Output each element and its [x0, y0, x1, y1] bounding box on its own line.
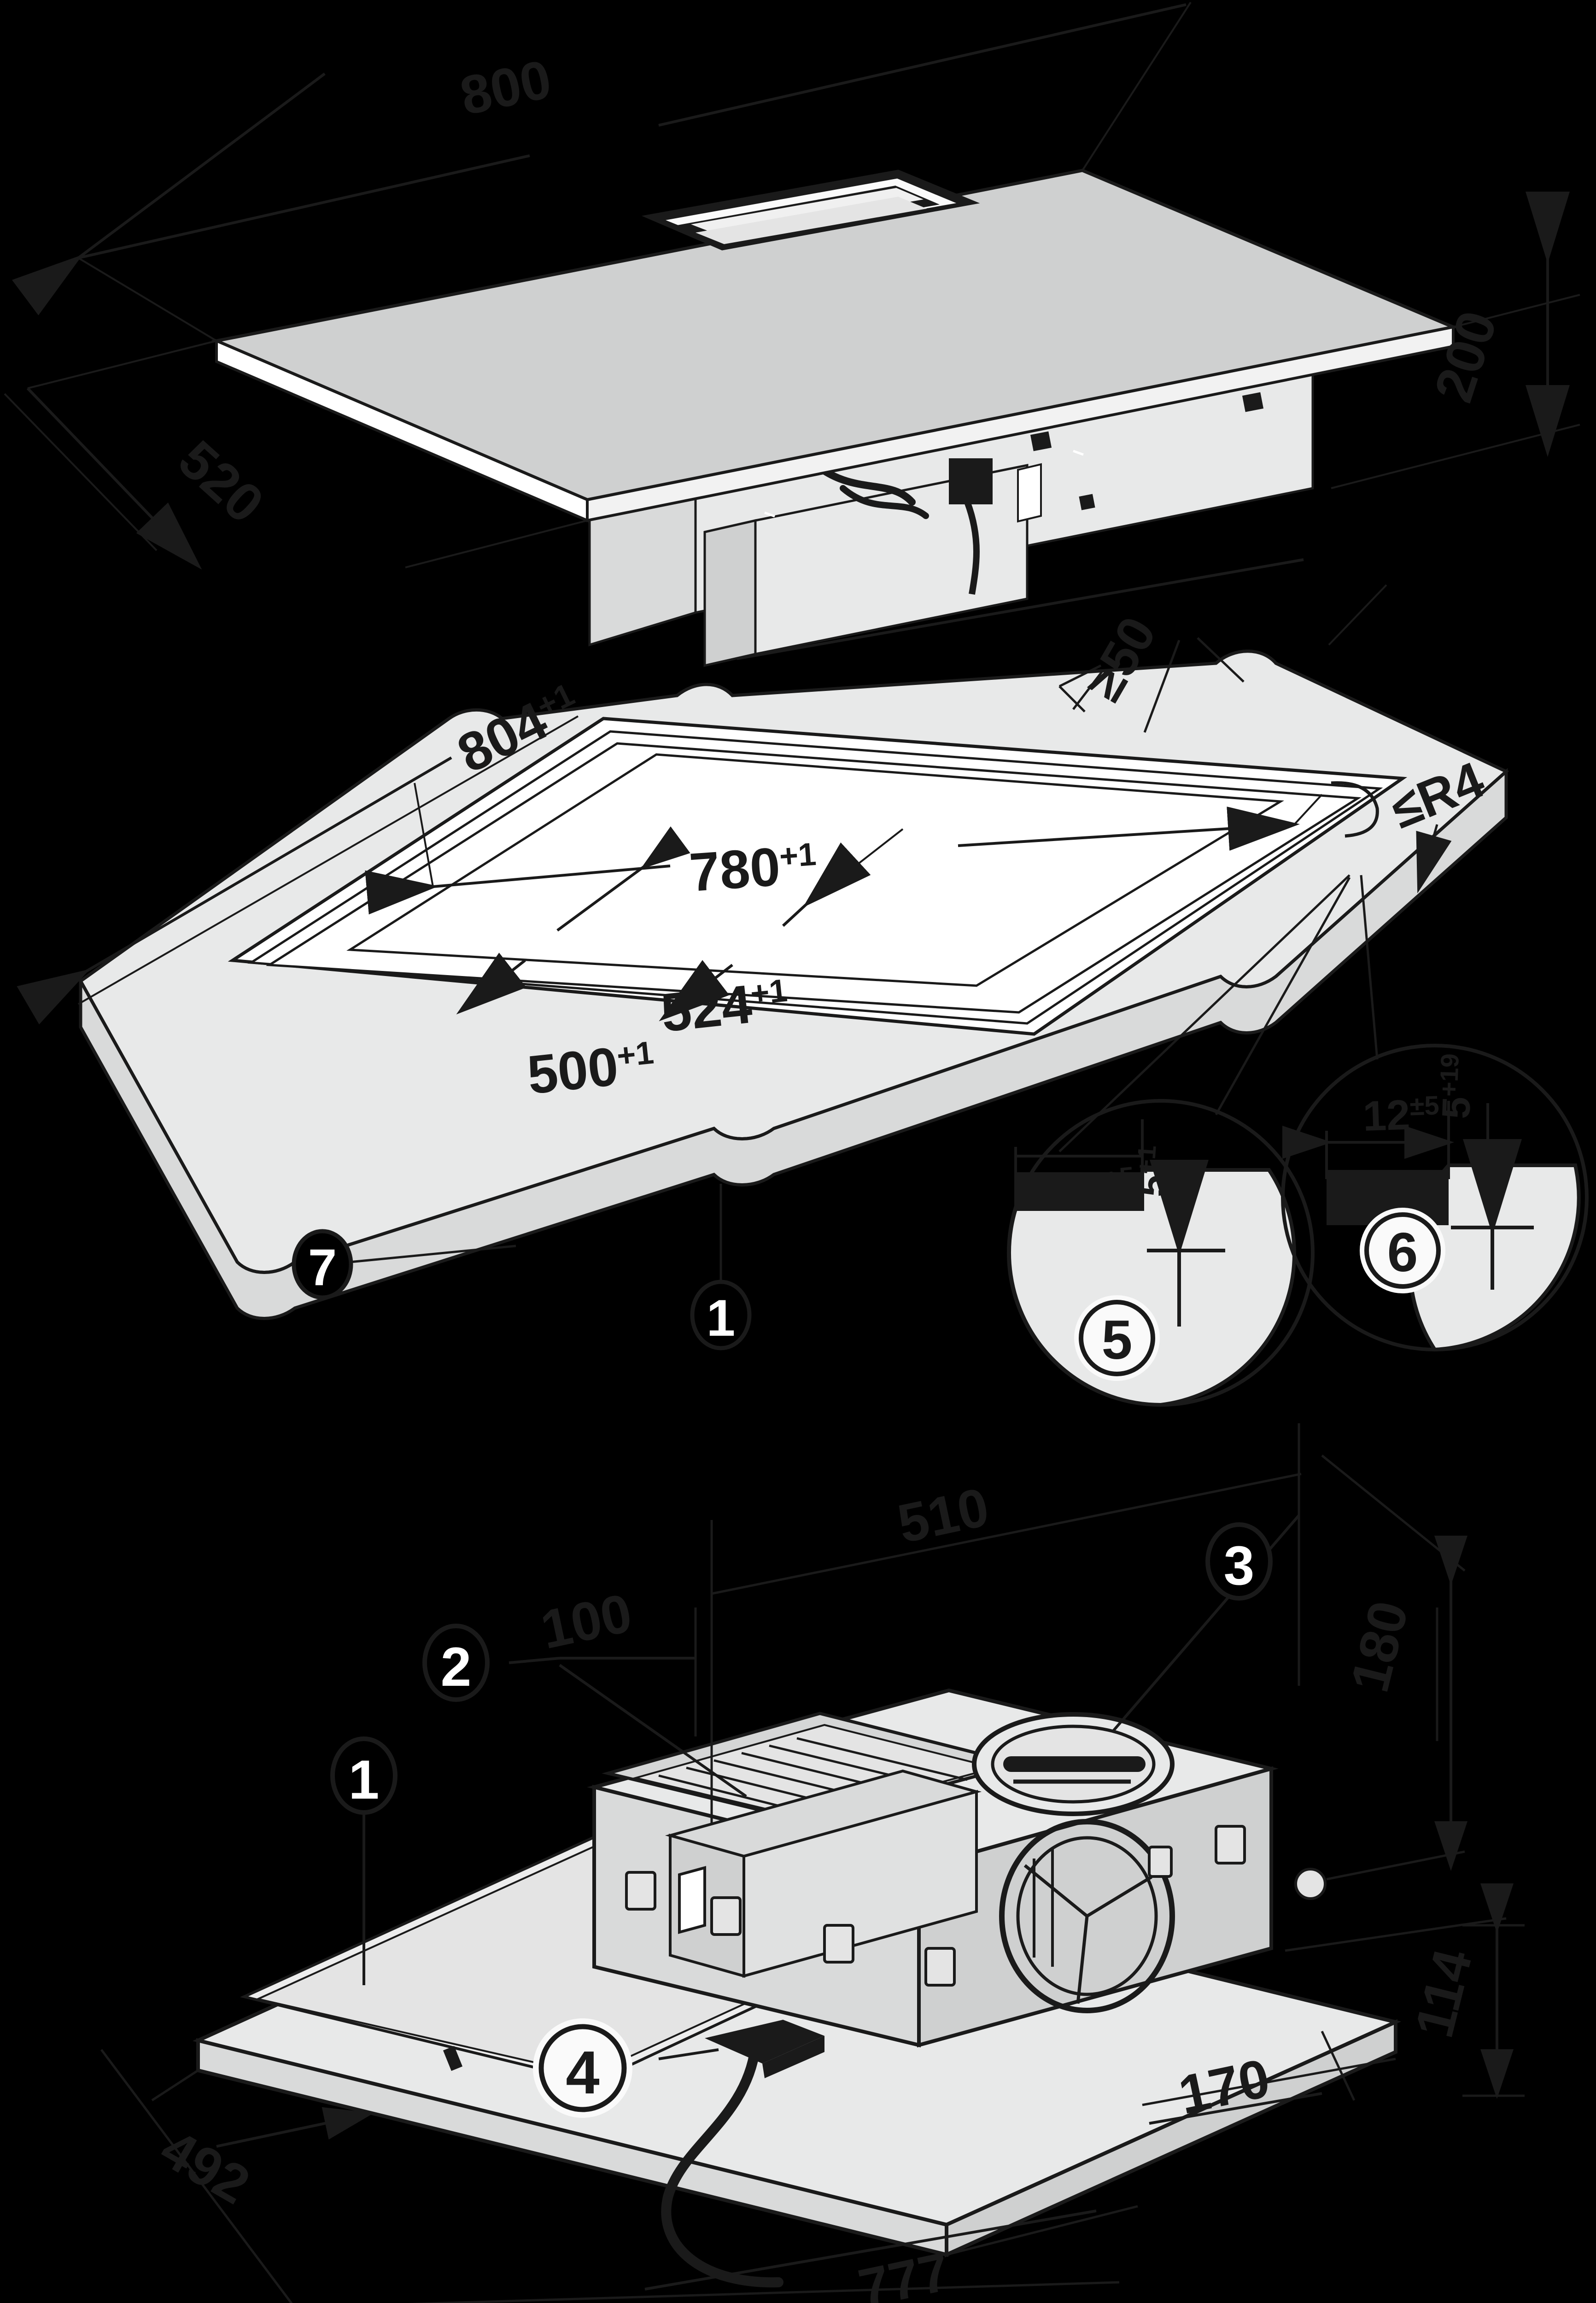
dim-492: 492	[151, 2118, 260, 2216]
extractor-slot	[641, 170, 980, 251]
callout-3[interactable]: 3	[1205, 1522, 1273, 1601]
dim-114: 114	[1403, 1944, 1484, 2044]
callout-5-label: 5	[1102, 1309, 1133, 1371]
callout-6-label: 6	[1387, 1222, 1418, 1283]
callout-1-middle[interactable]: 1	[690, 1280, 752, 1350]
dim-180: 180	[1339, 1595, 1420, 1698]
callout-7-label: 7	[308, 1239, 337, 1296]
dim-500: 500+1	[525, 1032, 658, 1106]
dim-100: 100	[536, 1582, 637, 1660]
detail-bubble-5: 12+5 5+1 5	[1007, 1099, 1315, 1407]
callout-1-label: 1	[707, 1289, 735, 1347]
hob-glass-top	[211, 169, 1459, 523]
extractor-body	[587, 1688, 1327, 2048]
dim-510: 510	[893, 1476, 994, 1555]
callout-4[interactable]: 4	[533, 2018, 632, 2118]
callout-4-label: 4	[566, 2039, 599, 2106]
power-cable	[661, 2020, 824, 2288]
detail6-dim-horizontal: 12±5	[1362, 1090, 1440, 1140]
detail5-dim-horizontal: 12+5	[1055, 1161, 1137, 1216]
air-outlet	[972, 1712, 1175, 1816]
hob-body	[588, 339, 1314, 667]
callout-3-label: 3	[1224, 1535, 1255, 1596]
fan-housing	[999, 1819, 1175, 2013]
dim-780: 780+1	[688, 834, 819, 903]
callout-2-label: 2	[441, 1636, 472, 1698]
bottom-dimension-lines	[100, 1423, 1525, 2303]
callout-1-bottom[interactable]: 1	[330, 1736, 398, 1815]
callout-1-bottom-label: 1	[349, 1749, 380, 1811]
top-dimension-lines	[4, 1, 1580, 570]
detail-bubble-6: 12±5 5+19 6	[1281, 1044, 1589, 1352]
callout-2[interactable]: 2	[422, 1624, 490, 1702]
middle-dimension-lines	[17, 558, 1452, 1290]
dim-524: 524+1	[658, 970, 791, 1044]
detail6-dim-vertical: 5+19	[1433, 1053, 1480, 1119]
callout-7[interactable]: 7	[292, 1229, 353, 1300]
detail5-dim-vertical: 5+1	[1129, 1144, 1177, 1198]
